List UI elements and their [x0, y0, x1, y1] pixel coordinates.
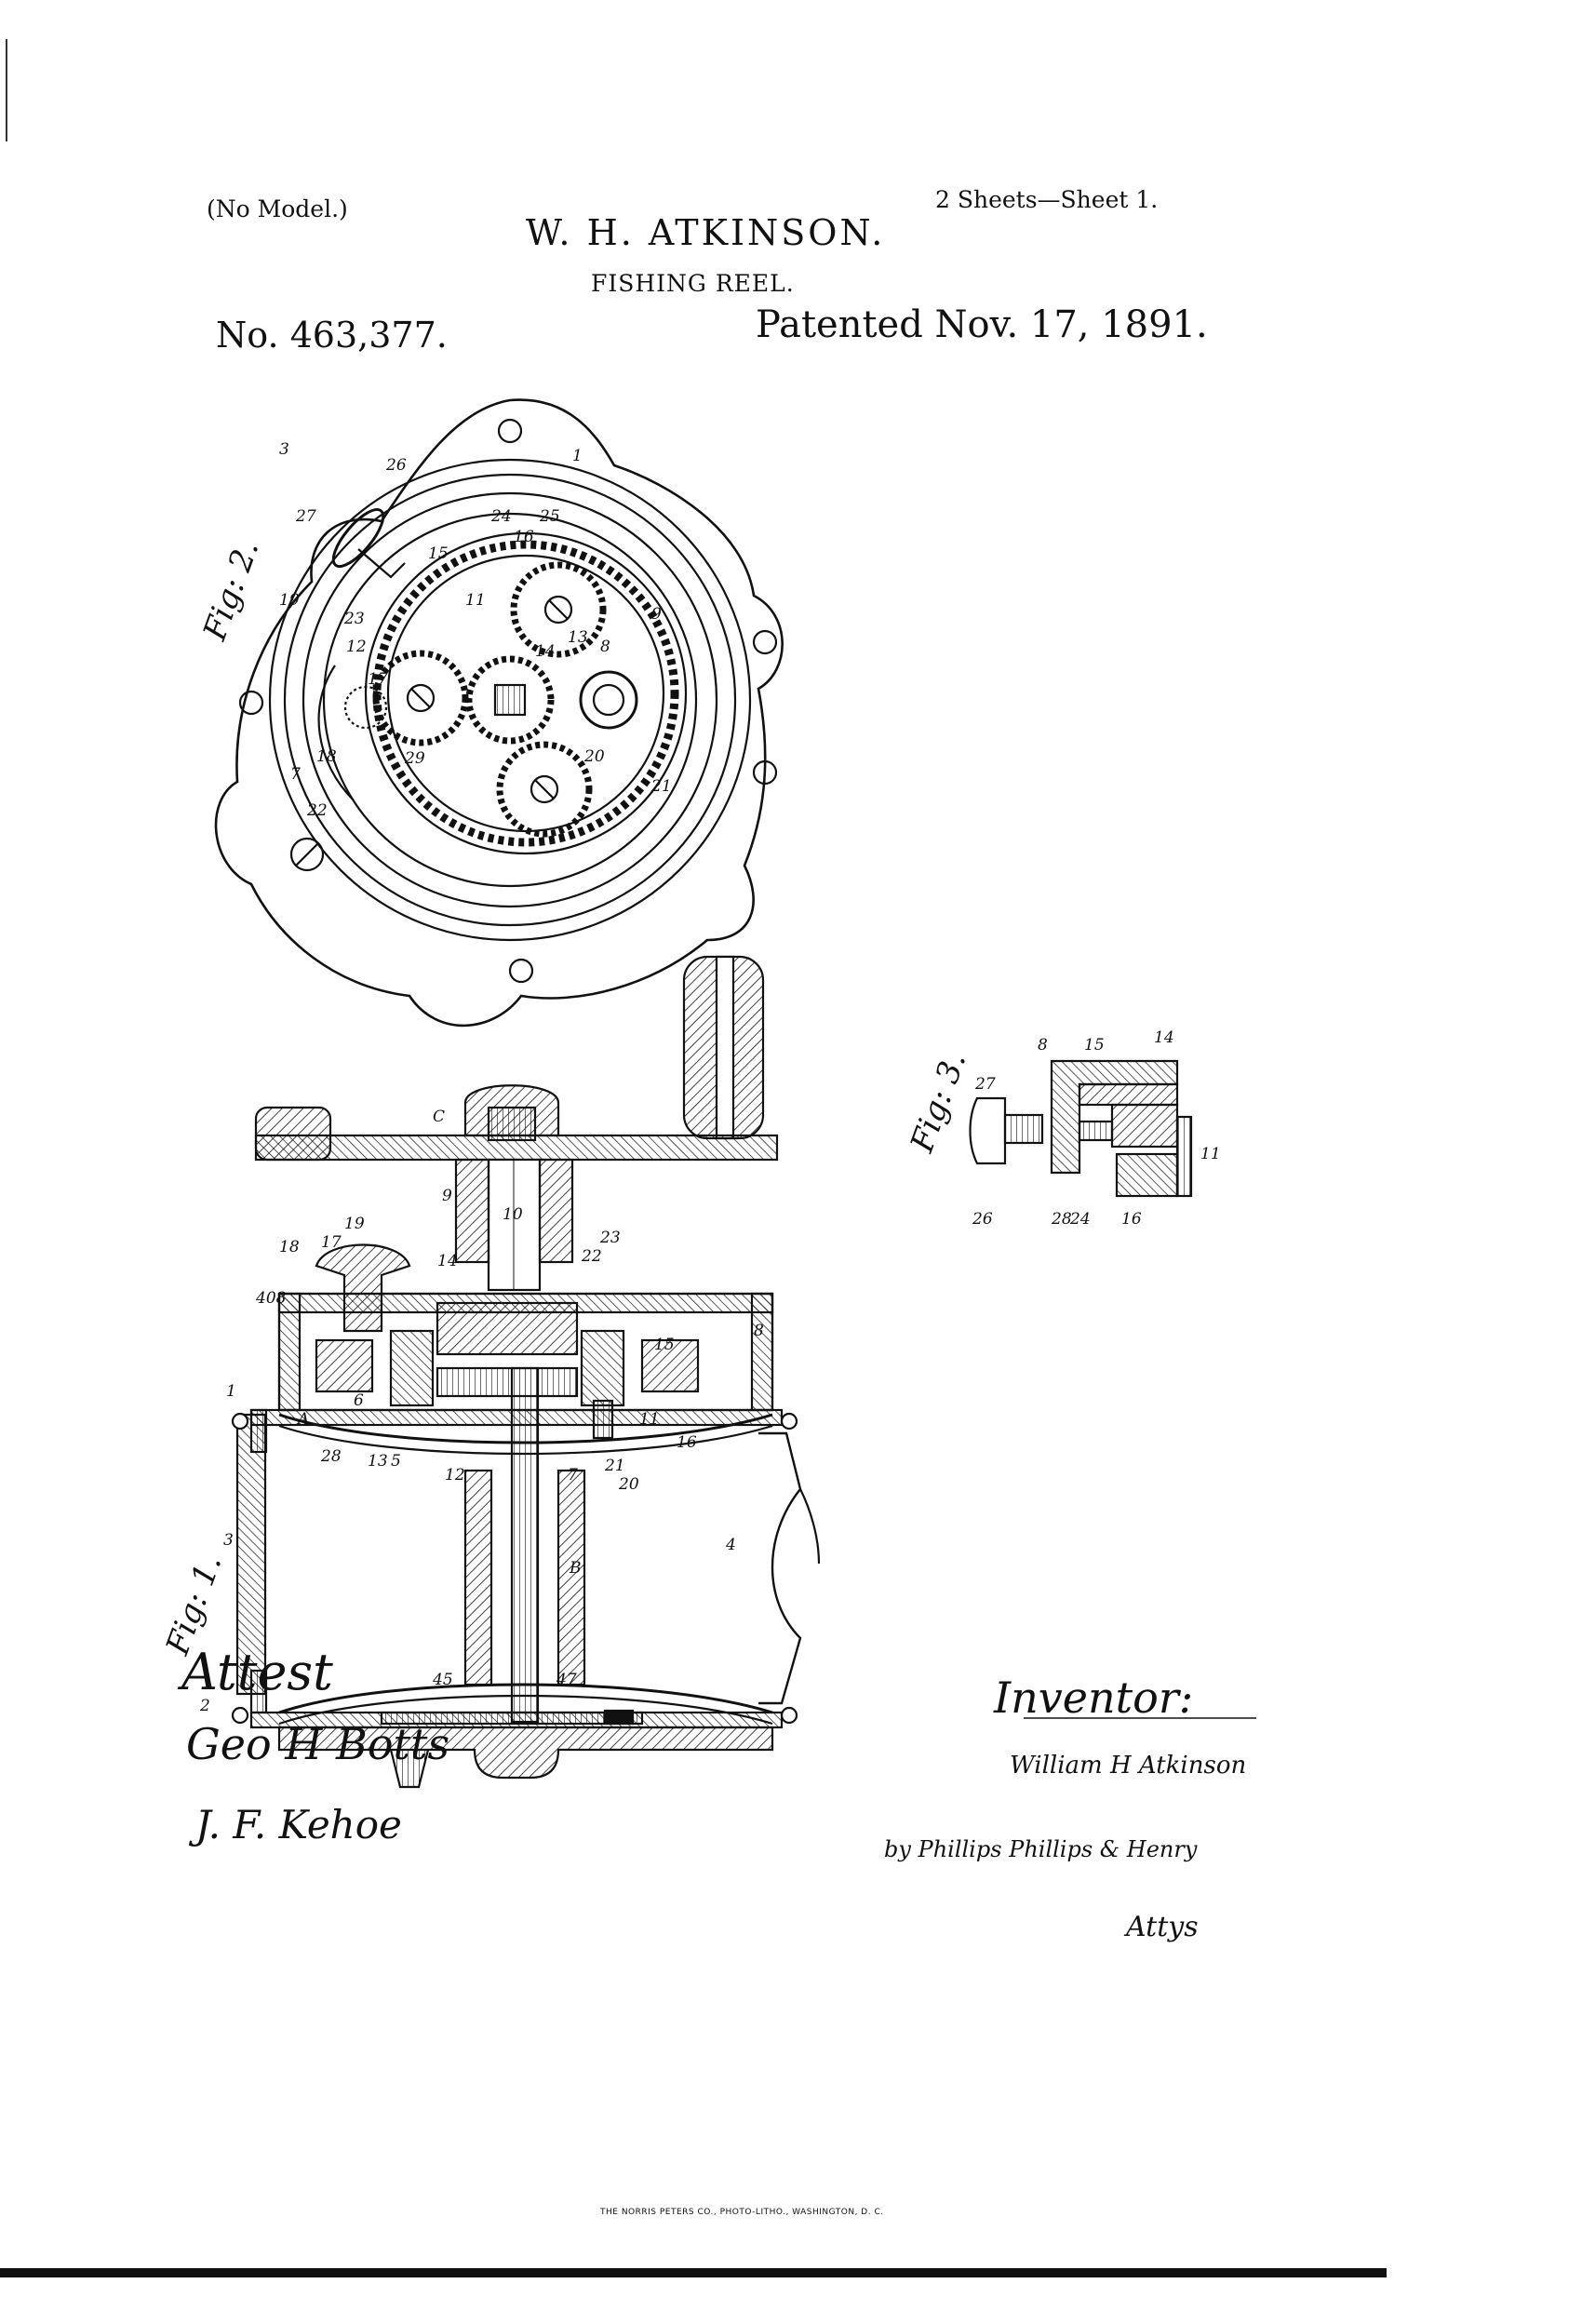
ref-numeral: 20: [583, 747, 605, 766]
bottom-border: [0, 2268, 1387, 2277]
ref-numeral: 21: [650, 777, 672, 796]
patent-date: Patented Nov. 17, 1891.: [756, 303, 1208, 346]
fig3-numerals: 8 27 15 14 26 28 24 16 11: [972, 1028, 1221, 1229]
ref-numeral: 45: [432, 1671, 453, 1689]
ref-numeral: 24: [1069, 1210, 1091, 1229]
ref-numeral: 25: [539, 507, 560, 526]
no-model-note: (No Model.): [207, 195, 348, 222]
ref-numeral: 22: [306, 801, 328, 820]
attorneys-signature: by Phillips Phillips & Henry: [884, 1836, 1198, 1862]
ref-numeral: 18: [316, 747, 337, 766]
witness-signature-1: Geo H Botts: [186, 1719, 449, 1769]
ref-numeral: 23: [599, 1229, 621, 1247]
fig1-numerals: C 9 10 14 22 23 19 17 18 408 15 8 11 28 …: [199, 1108, 764, 1715]
ref-numeral: 26: [385, 456, 407, 475]
ref-numeral: 8: [1038, 1036, 1048, 1055]
ref-numeral: 11: [465, 591, 486, 610]
inventor-signature: William H Atkinson: [1010, 1752, 1246, 1780]
figure-3: Fig: 3.: [904, 1047, 1193, 1198]
fig2-label: Fig: 2.: [196, 535, 267, 646]
ref-numeral: A: [296, 1410, 309, 1429]
ref-numeral: 12: [445, 1466, 465, 1484]
patent-number: No. 463,377.: [216, 315, 448, 356]
attest-label: Attest: [177, 1643, 333, 1701]
ref-numeral: 26: [972, 1210, 993, 1229]
ref-numeral: 7: [568, 1466, 578, 1484]
ref-numeral: 2: [199, 1697, 210, 1715]
ref-numeral: 15: [428, 544, 449, 563]
ref-numeral: 28: [320, 1447, 342, 1466]
ref-numeral: 12: [346, 638, 367, 656]
ref-numeral: B: [569, 1559, 582, 1578]
ref-numeral: 10: [503, 1205, 523, 1224]
ref-numeral: 17: [321, 1233, 342, 1252]
ref-numeral: 9: [651, 605, 662, 624]
ref-numeral: 14: [1154, 1028, 1174, 1047]
ref-numeral: 18: [279, 1238, 300, 1256]
ref-numeral: 16: [1121, 1210, 1142, 1229]
ref-numeral: 6: [354, 1391, 364, 1410]
ref-numeral: 8: [600, 638, 610, 656]
ref-numeral: 29: [404, 749, 425, 768]
ref-numeral: 20: [618, 1475, 639, 1494]
ref-numeral: 17: [368, 670, 388, 689]
ref-numeral: 15: [654, 1336, 675, 1354]
ref-numeral: 16: [677, 1433, 697, 1452]
ref-numeral: 23: [343, 610, 365, 628]
ref-numeral: 1: [572, 447, 583, 465]
scan-edge-mark: [6, 39, 7, 141]
ref-numeral: 27: [295, 507, 316, 526]
ref-numeral: 24: [490, 507, 512, 526]
ref-numeral: 7: [290, 765, 301, 784]
ref-numeral: 14: [437, 1252, 458, 1270]
inventor-label: Inventor:: [993, 1672, 1193, 1723]
ref-numeral: 15: [1084, 1036, 1105, 1055]
ref-numeral: 3: [223, 1531, 234, 1550]
ref-numeral: 1: [226, 1382, 236, 1401]
ref-numeral: 408: [255, 1289, 287, 1308]
ref-numeral: 14: [535, 642, 556, 661]
ref-numeral: 19: [344, 1215, 365, 1233]
ref-numeral: 19: [279, 591, 300, 610]
ref-numeral: 11: [639, 1410, 660, 1429]
attorneys-label: Attys: [1123, 1911, 1199, 1943]
ref-numeral: 3: [279, 440, 289, 459]
fig2-numerals: 3 26 27 1 15 24 16 25 19 23 18 11 13 9 8…: [279, 440, 672, 820]
ref-numeral: 27: [974, 1075, 996, 1094]
inventor-heading: W. H. ATKINSON.: [526, 212, 886, 253]
ref-numeral: 28: [1051, 1210, 1072, 1229]
ref-numeral: 16: [514, 528, 534, 546]
ref-numeral: 21: [604, 1457, 625, 1475]
ref-numeral: 13: [568, 628, 588, 647]
invention-title: FISHING REEL.: [591, 270, 795, 297]
ref-numeral: 47: [556, 1671, 577, 1689]
ref-numeral: C: [433, 1108, 445, 1126]
ref-numeral: 11: [1200, 1145, 1221, 1163]
ref-numeral: 9: [442, 1187, 452, 1205]
fig3-label: Fig: 3.: [904, 1047, 974, 1158]
ref-numeral: 13: [368, 1452, 388, 1471]
signatures: Inventor: William H Atkinson by Phillips…: [177, 1643, 1256, 1943]
witness-signature-2: J. F. Kehoe: [188, 1802, 402, 1847]
printer-credit: THE NORRIS PETERS CO., PHOTO-LITHO., WAS…: [600, 2208, 884, 2217]
ref-numeral: 5: [391, 1452, 401, 1471]
sheet-number: 2 Sheets—Sheet 1.: [935, 186, 1159, 213]
figure-2: Fig: 2.: [196, 398, 784, 1028]
ref-numeral: 8: [754, 1322, 764, 1340]
ref-numeral: 22: [581, 1247, 602, 1266]
ref-numeral: 4: [725, 1536, 736, 1554]
